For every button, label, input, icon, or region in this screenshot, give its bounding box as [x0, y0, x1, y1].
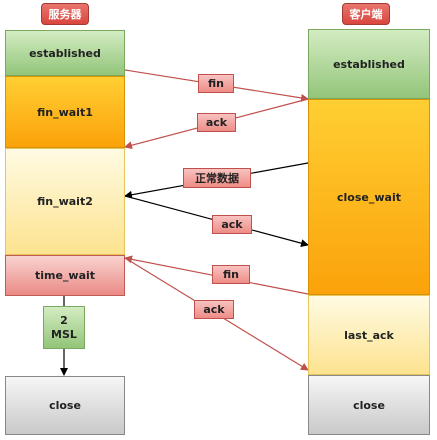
message-fin-1: fin: [198, 74, 234, 93]
msl-unit: MSL: [51, 327, 77, 341]
server-fin-wait1: fin_wait1: [5, 76, 125, 148]
client-established: established: [308, 29, 430, 99]
message-data: 正常数据: [183, 168, 251, 188]
server-close: close: [5, 376, 125, 435]
client-close-wait: close_wait: [308, 99, 430, 295]
server-label: 服务器: [41, 3, 89, 25]
client-close: close: [308, 375, 430, 435]
server-fin-wait2: fin_wait2: [5, 148, 125, 255]
client-label: 客户端: [342, 3, 390, 25]
message-ack-2: ack: [212, 215, 252, 234]
two-msl-box: 2 MSL: [43, 306, 85, 349]
message-fin-2: fin: [212, 265, 250, 284]
client-last-ack: last_ack: [308, 295, 430, 375]
server-established: established: [5, 30, 125, 76]
message-ack-3: ack: [194, 300, 234, 319]
server-time-wait: time_wait: [5, 255, 125, 296]
msl-count: 2: [60, 313, 68, 327]
message-ack-1: ack: [197, 113, 236, 132]
